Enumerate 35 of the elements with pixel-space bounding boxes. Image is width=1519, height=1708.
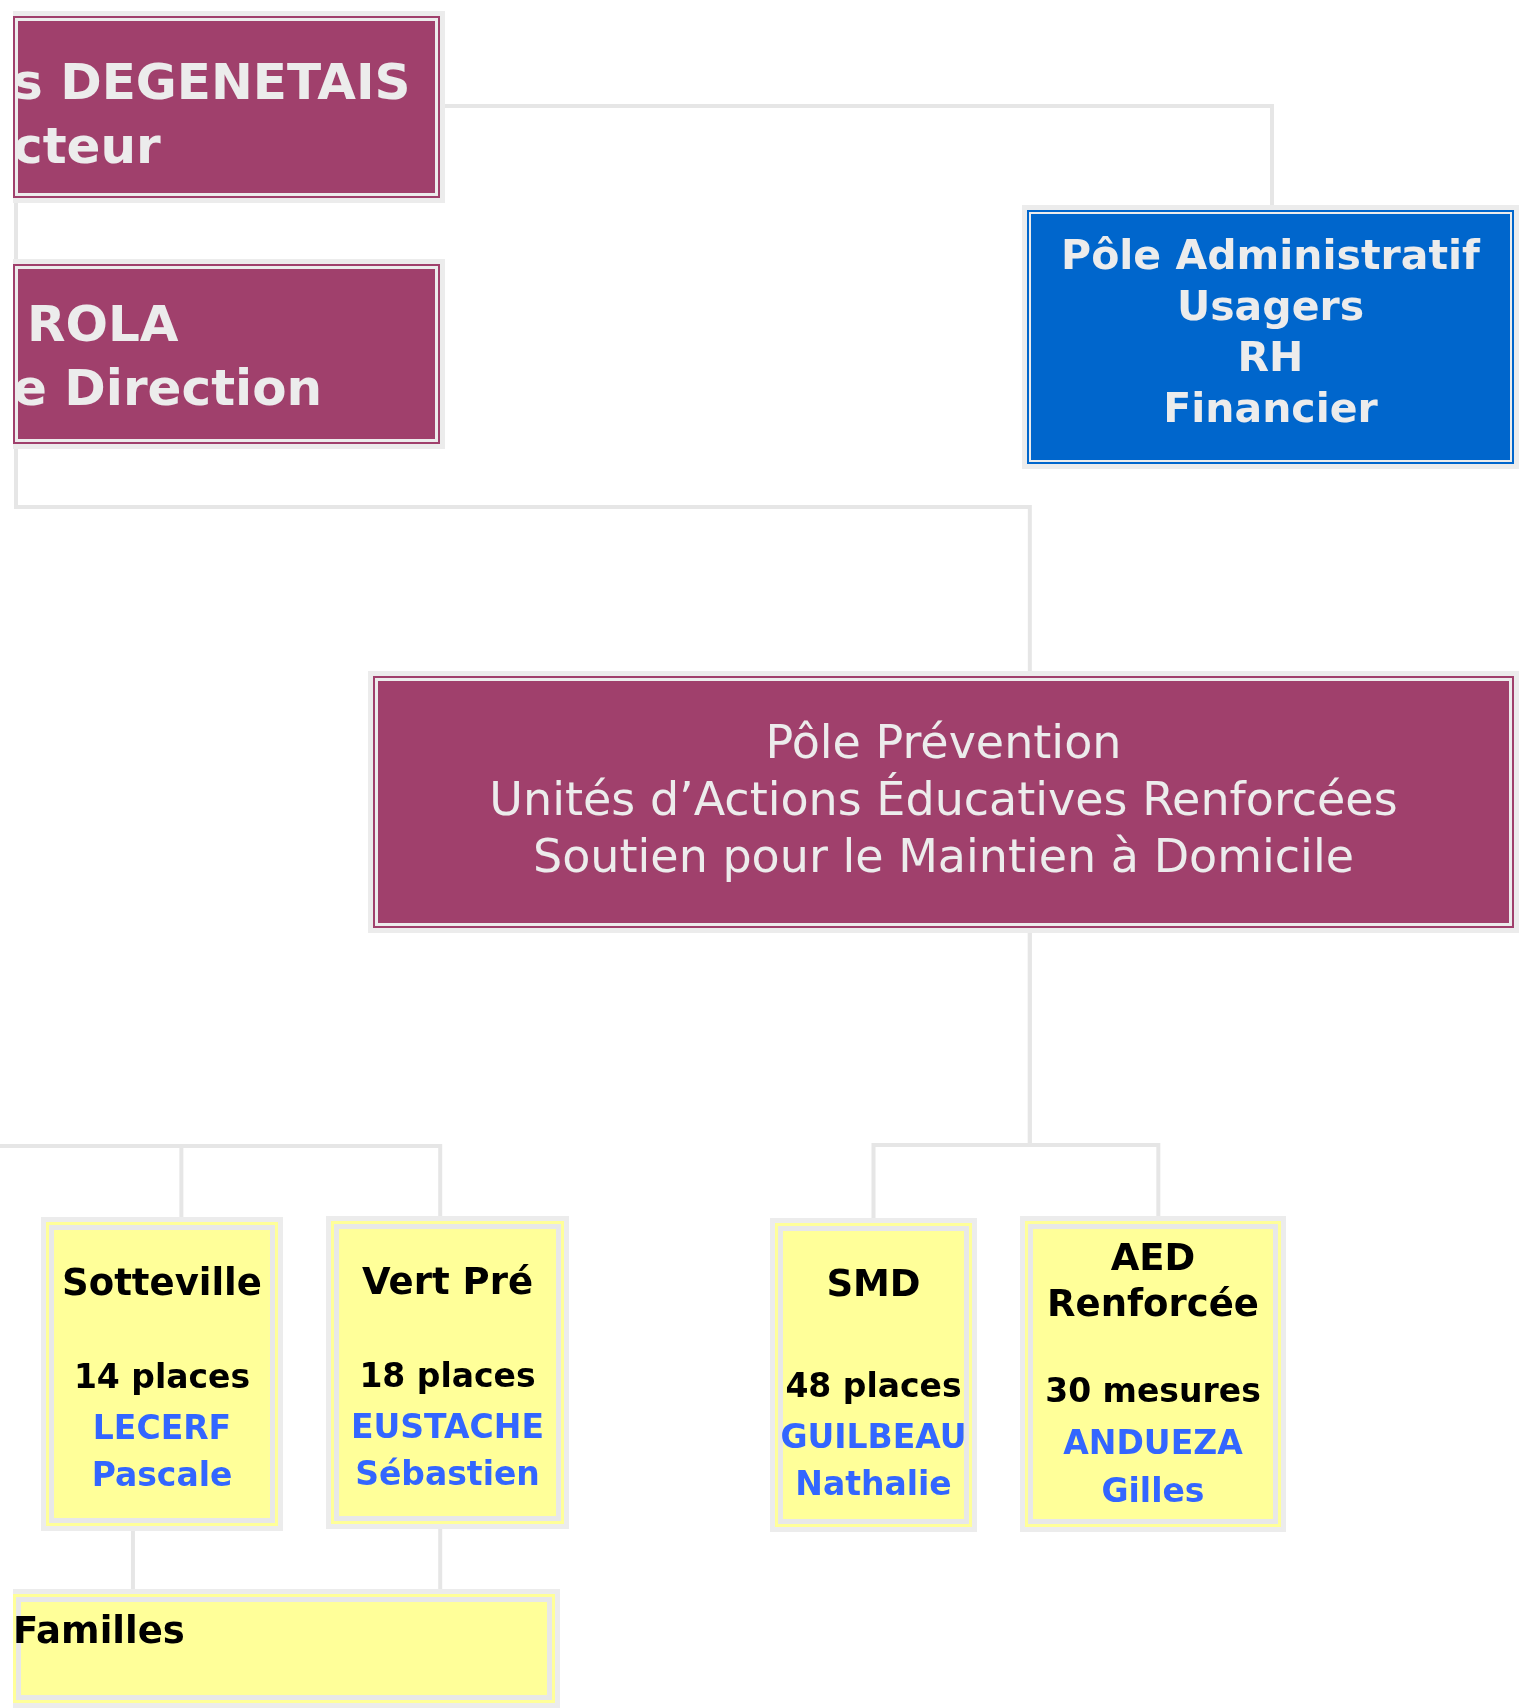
connector-line: [14, 449, 1032, 671]
box-text: RH: [1236, 334, 1305, 382]
unit-box: [326, 1216, 569, 1529]
box-text: Financier: [1162, 385, 1379, 433]
box-text: cteur: [13, 117, 162, 175]
manager-name: EUSTACHE Sébastien: [350, 1405, 545, 1496]
capacity-text: 48 places: [784, 1365, 963, 1407]
capacity-text: 18 places: [358, 1355, 537, 1397]
connector-line: [130, 1531, 135, 1589]
manager-name: ANDUEZA Gilles: [1062, 1421, 1244, 1512]
box-text: Pôle Administratif: [1060, 232, 1482, 280]
title-box: [13, 259, 445, 449]
department-box: [368, 671, 1519, 933]
unit-box: [770, 1218, 977, 1532]
manager-name: LECERF Pascale: [90, 1406, 234, 1497]
unit-box: [13, 1589, 560, 1708]
unit-name: Sotteville: [61, 1260, 263, 1306]
box-text: ROLA: [26, 296, 180, 354]
title-box: [13, 11, 445, 203]
unit-name: Vert Pré: [361, 1259, 534, 1305]
box-text: Unités d’Actions Éducatives Renforcées: [488, 772, 1399, 826]
manager-name: GUILBEAU Nathalie: [779, 1415, 968, 1506]
unit-name: Familles: [13, 1610, 186, 1653]
unit-box: [1020, 1216, 1286, 1532]
unit-name: AED Renforcée: [1046, 1235, 1260, 1328]
connector-line: [445, 104, 1274, 205]
capacity-text: 14 places: [72, 1356, 252, 1398]
capacity-text: 30 mesures: [1044, 1369, 1262, 1411]
box-text: Soutien pour le Maintien à Domicile: [532, 829, 1355, 883]
unit-box: [41, 1217, 283, 1531]
box-text: Usagers: [1175, 283, 1366, 331]
connector-line: [438, 1529, 443, 1589]
box-text: Pôle Prévention: [764, 716, 1123, 769]
department-box: [1022, 205, 1519, 469]
unit-name: SMD: [825, 1261, 922, 1307]
